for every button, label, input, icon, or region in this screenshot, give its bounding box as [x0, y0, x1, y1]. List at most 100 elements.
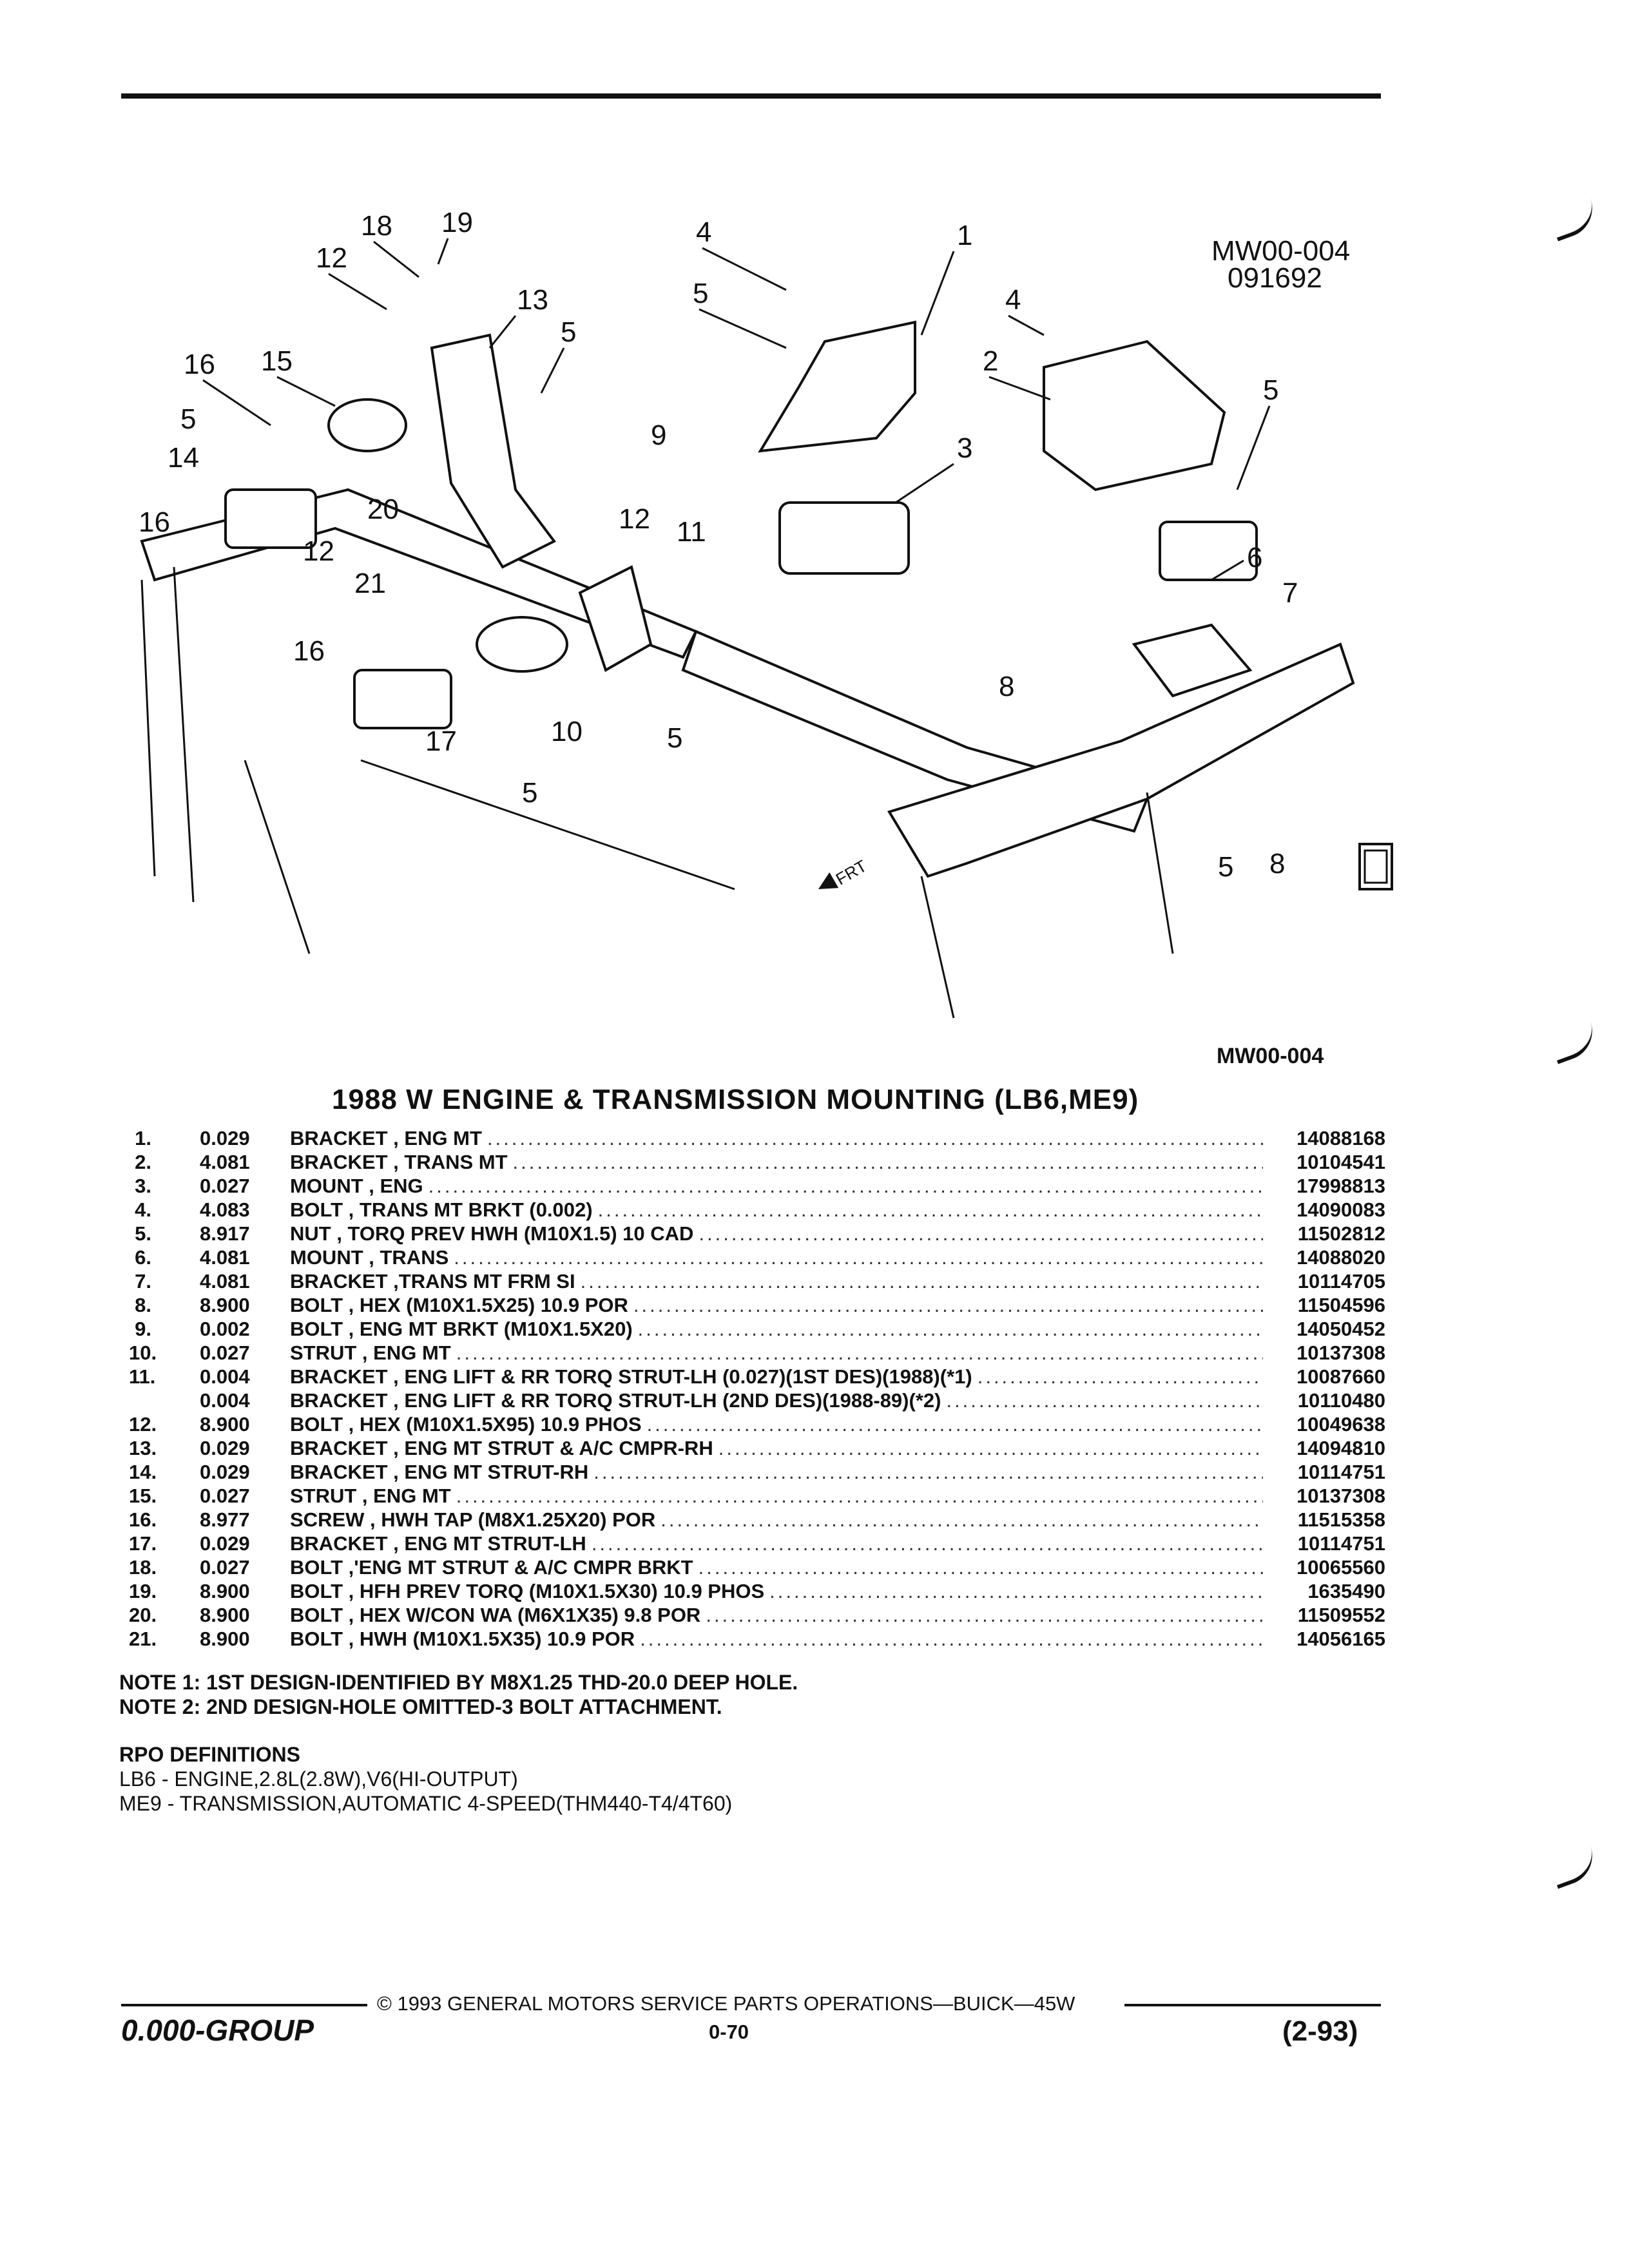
- part-number-index: 15.: [129, 1485, 157, 1507]
- dot-leader: ........................................…: [637, 1318, 1263, 1340]
- svg-text:15: 15: [261, 345, 293, 377]
- dot-leader: ........................................…: [706, 1604, 1263, 1626]
- strut-bracket-lh: [353, 669, 452, 729]
- svg-text:8: 8: [999, 671, 1014, 702]
- strut-bracket-rh: [224, 488, 317, 549]
- part-qty: 0.027: [200, 1175, 250, 1197]
- svg-text:5: 5: [667, 722, 682, 754]
- svg-text:6: 6: [1247, 542, 1262, 573]
- part-number-index: 10.: [129, 1341, 157, 1364]
- part-description: BOLT , HEX (M10X1.5X95) 10.9 PHOS: [290, 1413, 642, 1436]
- part-description: MOUNT , ENG: [290, 1175, 423, 1197]
- part-qty: 0.027: [200, 1485, 250, 1507]
- svg-text:5: 5: [522, 777, 537, 809]
- part-qty: 0.027: [200, 1341, 250, 1364]
- trans-mt-frm-bracket-7: [1132, 623, 1253, 698]
- dot-leader: ........................................…: [946, 1389, 1263, 1412]
- engine-mounting-diagram: 18 19 12 13 5 16 15 5 14 16 20 12 21 16 …: [139, 207, 1393, 1019]
- part-description: STRUT , ENG MT: [290, 1341, 451, 1364]
- svg-text:5: 5: [1218, 851, 1233, 883]
- part-number: 10104541: [1296, 1151, 1385, 1173]
- part-number-index: 11.: [129, 1365, 156, 1388]
- svg-text:18: 18: [361, 210, 392, 242]
- trans-mt-bracket-2: [1043, 340, 1226, 492]
- part-number-index: 20.: [129, 1604, 157, 1626]
- part-description: BOLT ,'ENG MT STRUT & A/C CMPR BRKT: [290, 1556, 693, 1579]
- part-number: 14090083: [1296, 1198, 1385, 1221]
- footer-copyright: © 1993 GENERAL MOTORS SERVICE PARTS OPER…: [377, 1992, 1075, 2015]
- part-description: BOLT , TRANS MT BRKT (0.002): [290, 1198, 593, 1221]
- part-description-cell: BRACKET , ENG MT........................…: [290, 1126, 1263, 1150]
- part-number-index: 14.: [129, 1461, 157, 1483]
- part-description: BRACKET , ENG MT: [290, 1127, 482, 1149]
- part-description-cell: BOLT , HFH PREV TORQ (M10X1.5X30) 10.9 P…: [290, 1579, 1263, 1603]
- part-description: STRUT , ENG MT: [290, 1485, 451, 1507]
- binding-mark: [1548, 1845, 1601, 1889]
- part-number: 10065560: [1296, 1556, 1385, 1579]
- leader-lines: [202, 238, 1271, 581]
- part-qty: 0.002: [200, 1318, 250, 1340]
- figure-ref-id: MW00-004: [1211, 235, 1351, 267]
- part-number: 10114705: [1297, 1270, 1385, 1293]
- part-number-index: 19.: [129, 1580, 157, 1602]
- part-qty: 8.900: [200, 1604, 250, 1626]
- svg-text:12: 12: [303, 535, 334, 567]
- svg-text:1: 1: [957, 220, 972, 251]
- svg-text:21: 21: [354, 568, 386, 599]
- part-description: BRACKET , ENG LIFT & RR TORQ STRUT-LH (0…: [290, 1365, 972, 1388]
- part-number: 11515358: [1297, 1508, 1385, 1531]
- part-number: 10049638: [1296, 1413, 1385, 1436]
- footer-rule-left: [121, 2004, 367, 2006]
- dot-leader: ........................................…: [718, 1437, 1263, 1459]
- dot-leader: ........................................…: [698, 1556, 1263, 1579]
- footer-page-number: 0-70: [709, 2021, 749, 2043]
- dot-leader: ........................................…: [428, 1175, 1263, 1197]
- part-number: 10137308: [1296, 1341, 1385, 1364]
- part-description: BRACKET , TRANS MT: [290, 1151, 508, 1173]
- dot-leader: ........................................…: [769, 1580, 1263, 1602]
- right-frame-rail: [887, 642, 1355, 878]
- part-number-index: 8.: [135, 1294, 151, 1316]
- part-number: 11509552: [1297, 1604, 1385, 1626]
- svg-text:19: 19: [441, 207, 473, 238]
- dot-leader: ........................................…: [699, 1222, 1263, 1245]
- part-description-cell: BRACKET , ENG MT STRUT-RH...............…: [290, 1460, 1263, 1484]
- dot-leader: ........................................…: [597, 1198, 1263, 1221]
- svg-text:13: 13: [517, 284, 548, 316]
- dot-leader: ........................................…: [456, 1485, 1263, 1507]
- rpo-item: LB6 - ENGINE,2.8L(2.8W),V6(HI-OUTPUT): [119, 1767, 518, 1791]
- part-description: SCREW , HWH TAP (M8X1.25X20) POR: [290, 1508, 656, 1531]
- footer-rule-right: [1124, 2004, 1381, 2006]
- part-qty: 0.027: [200, 1556, 250, 1579]
- svg-text:5: 5: [180, 403, 196, 435]
- part-description-cell: BOLT ,'ENG MT STRUT & A/C CMPR BRKT.....…: [290, 1555, 1263, 1579]
- note-1: NOTE 1: 1ST DESIGN-IDENTIFIED BY M8X1.25…: [119, 1671, 798, 1694]
- svg-text:8: 8: [1269, 848, 1285, 879]
- dot-leader: ........................................…: [646, 1413, 1263, 1436]
- part-description: BRACKET ,TRANS MT FRM SI: [290, 1270, 575, 1293]
- part-description: BRACKET , ENG MT STRUT & A/C CMPR-RH: [290, 1437, 713, 1459]
- part-qty: 4.081: [200, 1246, 250, 1269]
- svg-text:10: 10: [551, 716, 583, 747]
- part-description-cell: BOLT , HEX (M10X1.5X95) 10.9 PHOS.......…: [290, 1412, 1263, 1436]
- part-number-index: 6.: [135, 1246, 151, 1269]
- part-description-cell: BRACKET ,TRANS MT FRM SI................…: [290, 1269, 1263, 1293]
- page-title: 1988 W ENGINE & TRANSMISSION MOUNTING (L…: [332, 1084, 1139, 1115]
- svg-text:4: 4: [1005, 284, 1021, 316]
- dot-leader: ........................................…: [580, 1270, 1263, 1293]
- part-description: NUT , TORQ PREV HWH (M10X1.5) 10 CAD: [290, 1222, 694, 1245]
- part-number-index: 9.: [135, 1318, 151, 1340]
- svg-text:2: 2: [983, 345, 998, 377]
- part-description-cell: STRUT , ENG MT..........................…: [290, 1484, 1263, 1508]
- figure-ref-date: 091692: [1228, 262, 1322, 294]
- part-number: 14088020: [1296, 1246, 1385, 1269]
- part-number-index: 18.: [129, 1556, 157, 1579]
- part-qty: 0.029: [200, 1461, 250, 1483]
